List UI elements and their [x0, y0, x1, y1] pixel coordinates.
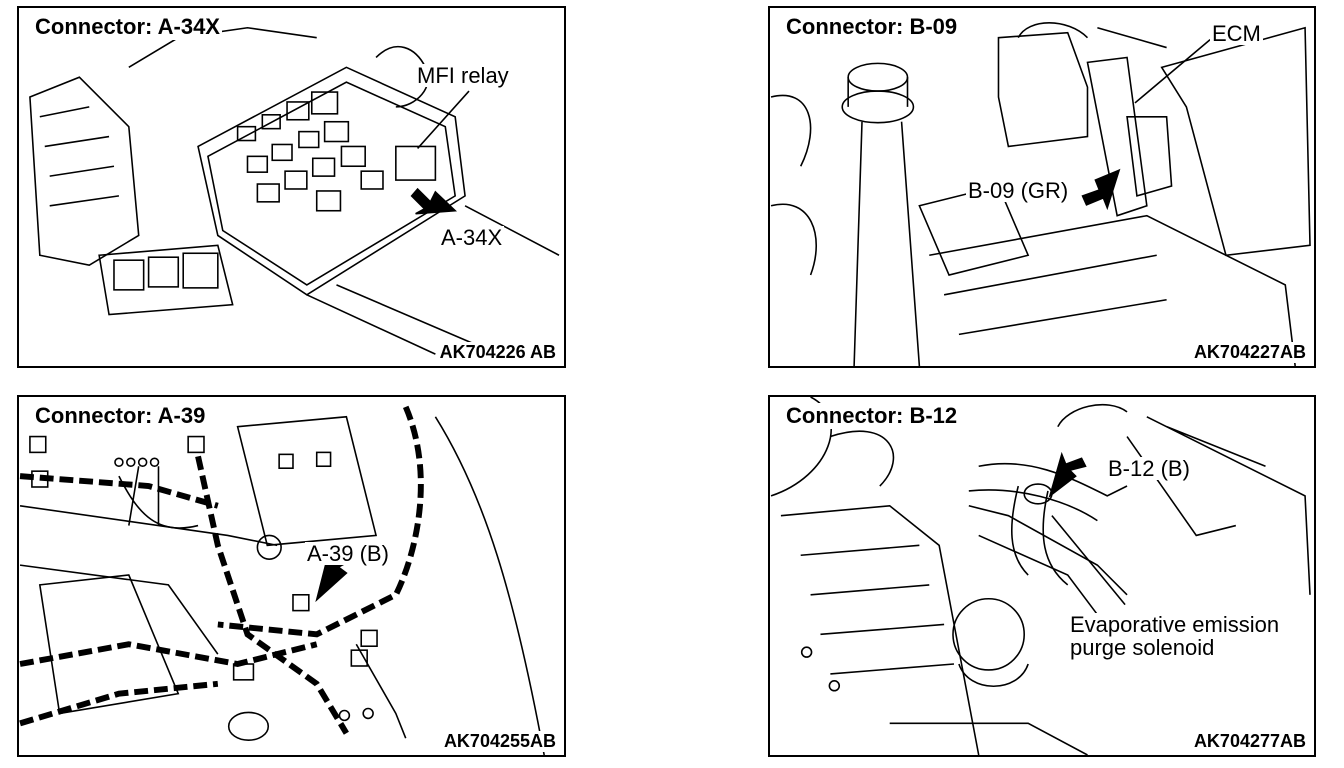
connector-callout-label: B-12 (B): [1106, 456, 1192, 481]
connector-callout-label: A-34X: [439, 225, 505, 250]
component-label: Evaporative emission purge solenoid: [1068, 612, 1282, 661]
panel-a34x: Connector: A-34X MFI relay A-34X AK70422…: [17, 6, 566, 368]
panel-title: Connector: B-12: [784, 403, 960, 429]
figure-id: AK704227AB: [1191, 342, 1308, 363]
component-label-line2: purge solenoid: [1070, 635, 1215, 661]
figure-id: AK704226 AB: [437, 342, 558, 363]
panel-b09: Connector: B-09 ECM B-09 (GR) AK704227AB: [768, 6, 1316, 368]
engine-bay-illustration-harness: [19, 405, 545, 755]
panel-a39: Connector: A-39 A-39 (B) AK704255AB: [17, 395, 566, 757]
engine-bay-illustration-purge-solenoid: [770, 397, 1311, 755]
panel-title: Connector: B-09: [784, 14, 960, 40]
connector-callout-label: A-39 (B): [305, 541, 391, 566]
panel-b12: Connector: B-12 B-12 (B) Evaporative emi…: [768, 395, 1316, 757]
engine-bay-illustration-relay-box: [29, 26, 560, 355]
engine-bay-illustration-ecm: [770, 22, 1311, 366]
panel-title: Connector: A-39: [33, 403, 208, 429]
mfi-relay-label: MFI relay: [415, 63, 511, 88]
connector-callout-label: B-09 (GR): [966, 178, 1071, 203]
ecm-label: ECM: [1210, 21, 1263, 46]
figure-id: AK704255AB: [441, 731, 558, 752]
component-label-line1: Evaporative emission: [1070, 612, 1280, 637]
panel-title: Connector: A-34X: [33, 14, 222, 40]
figure-id: AK704277AB: [1191, 731, 1308, 752]
